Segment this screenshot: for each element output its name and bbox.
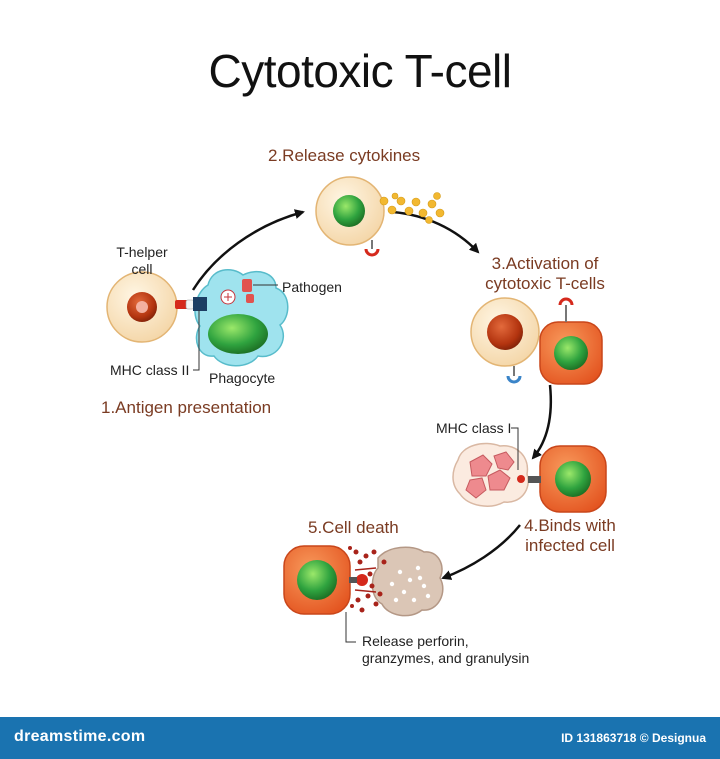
step-4-title: 4.Binds with infected cell xyxy=(510,516,630,556)
footer-bar: dreamstime.com ID 131863718 © Designua xyxy=(0,717,720,759)
perforin-label-line1: Release perforin, xyxy=(362,633,469,649)
phagocyte-icon xyxy=(193,268,289,367)
t-helper-cell-icon xyxy=(106,271,195,343)
phagocyte-label: Phagocyte xyxy=(209,370,276,386)
arrow-1-to-2 xyxy=(191,209,305,291)
mhc-class-i-label: MHC class I xyxy=(436,420,512,436)
page-title: Cytotoxic T-cell xyxy=(208,45,512,97)
mhc-i-pointer xyxy=(511,427,519,470)
pathogen-label: Pathogen xyxy=(282,279,342,295)
footer-brand-link[interactable]: dreamstime.com xyxy=(14,728,146,745)
step-1-title: 1.Antigen presentation xyxy=(101,398,272,417)
step-3-title-line2: cytotoxic T-cells xyxy=(485,274,605,293)
t-helper-label-line2: cell xyxy=(131,261,153,277)
step-3-title: 3.Activation of cytotoxic T-cells xyxy=(470,254,620,294)
step-4-title-line2: infected cell xyxy=(525,536,615,555)
arrow-4-to-5 xyxy=(441,524,521,580)
bound-cytotoxic-cell-icon xyxy=(528,445,607,513)
step-5-title: 5.Cell death xyxy=(308,518,399,537)
perforin-pointer xyxy=(345,612,356,643)
killer-cell-icon xyxy=(283,545,368,615)
arrow-2-to-3 xyxy=(392,210,480,254)
footer-credit: ID 131863718 © Designua xyxy=(561,731,706,745)
mhc-class-ii-label: MHC class II xyxy=(110,362,190,378)
pathogen-icon xyxy=(242,279,278,303)
step-4-title-line1: 4.Binds with xyxy=(524,516,616,535)
perforin-label-line2: granzymes, and granulysin xyxy=(362,650,530,666)
step-2-title: 2.Release cytokines xyxy=(268,146,421,165)
t-helper-label-line1: T-helper xyxy=(116,244,168,260)
granule-arrows xyxy=(354,567,377,593)
t-helper-label: T-helper cell xyxy=(112,244,172,278)
mhc-ii-pointer xyxy=(193,310,200,371)
perforin-label: Release perforin, granzymes, and granuly… xyxy=(362,633,529,667)
dying-cell-icon xyxy=(371,546,444,617)
step-3-title-line1: 3.Activation of xyxy=(491,254,599,273)
cytokine-cell-icon xyxy=(315,176,385,257)
cytokine-dots xyxy=(379,192,445,224)
arrow-3-to-4 xyxy=(531,384,553,460)
activated-cytotoxic-cell-icon xyxy=(539,297,603,385)
granule-dots xyxy=(348,546,387,613)
infected-cell-icon xyxy=(452,442,529,507)
activated-helper-cell-icon xyxy=(470,297,540,384)
